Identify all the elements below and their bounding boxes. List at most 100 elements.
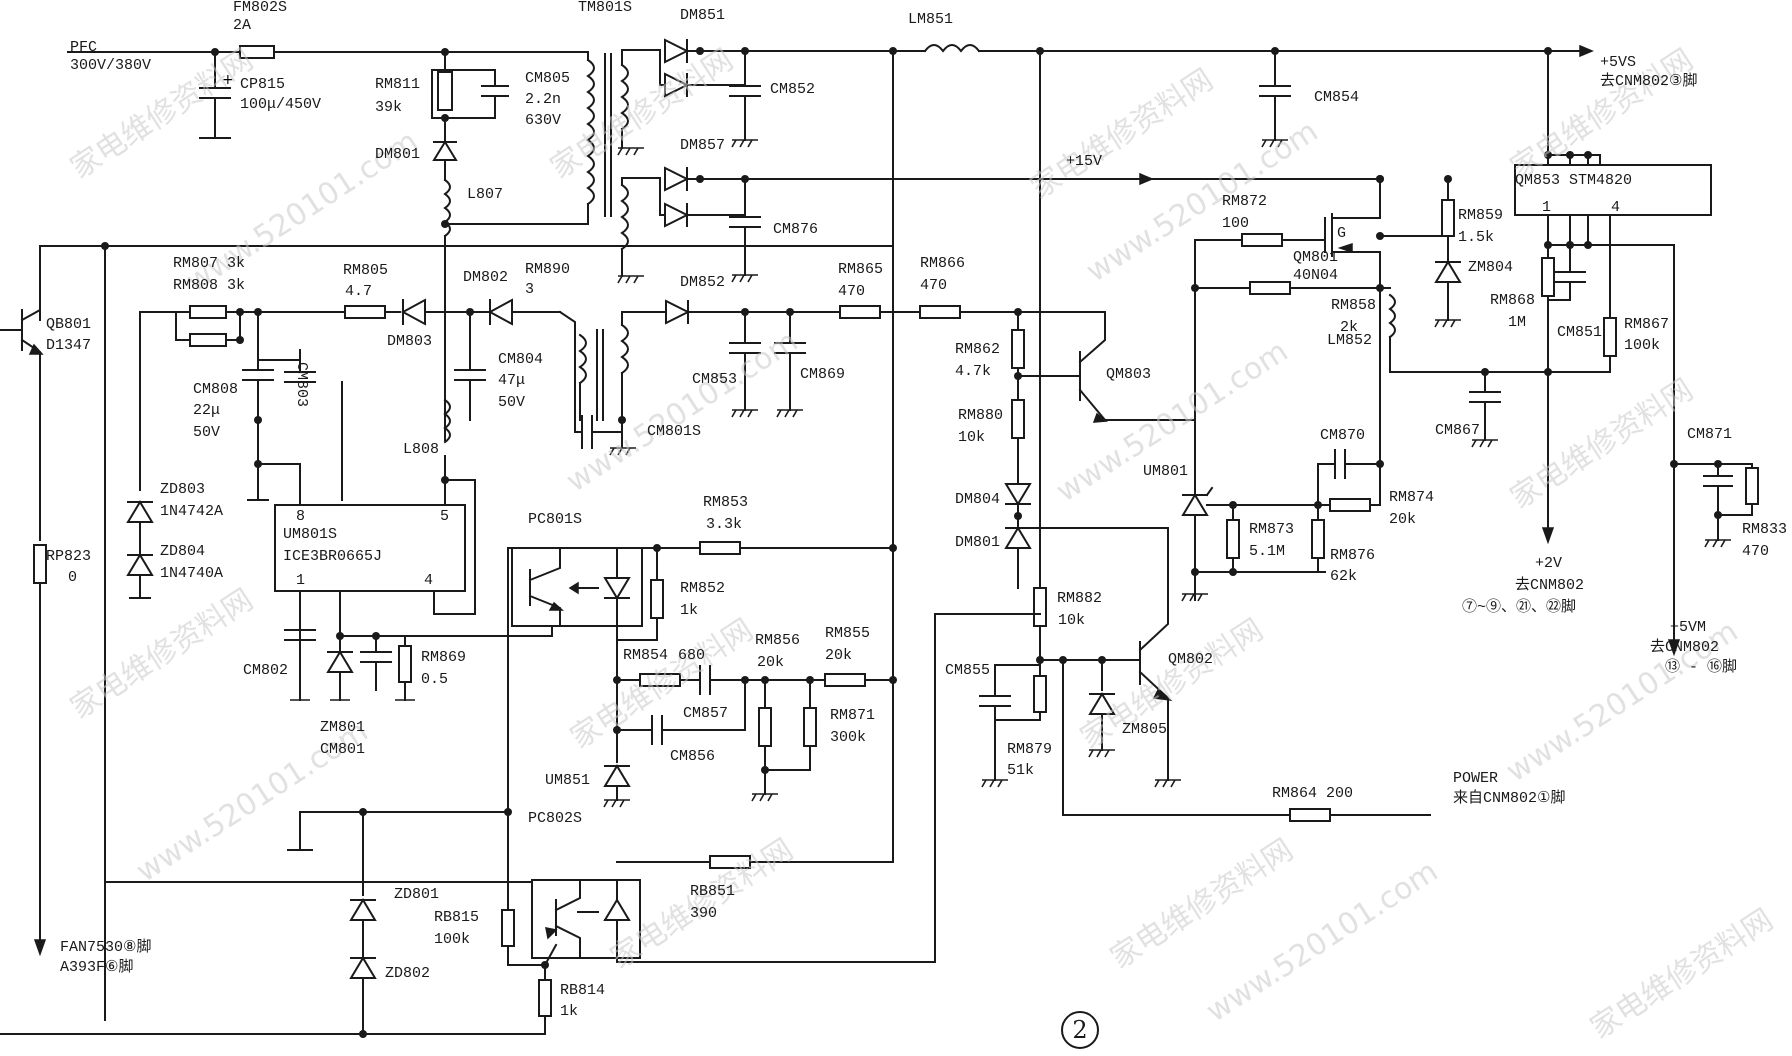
qm803-label: QM803	[1106, 366, 1152, 383]
transformer-tm801s	[578, 49, 661, 421]
rm869-label: RM869	[421, 649, 467, 666]
rm808-label: RM808 3k	[173, 277, 246, 294]
rm856-label: RM856	[755, 632, 801, 649]
dm803-label: DM803	[387, 333, 433, 350]
rb815-value: 100k	[434, 931, 471, 948]
rb851-label: RB851	[690, 883, 736, 900]
cm802-label: CM802	[243, 662, 289, 679]
rm853-label: RM853	[703, 494, 749, 511]
dm802-label: DM802	[463, 269, 509, 286]
cm804-value-1: 47μ	[498, 372, 526, 389]
rm805-label: RM805	[343, 262, 389, 279]
regulator-qm801	[1039, 50, 1759, 666]
cp815-value: 100μ/450V	[240, 96, 322, 113]
cm856-label: CM856	[670, 748, 716, 765]
rm880-value: 10k	[958, 429, 986, 446]
rm858-value: 2k	[1340, 319, 1359, 336]
qb801-label: QB801	[46, 316, 92, 333]
secondary-outputs	[574, 38, 1594, 449]
dm801-label: DM801	[375, 146, 421, 163]
rail-2v-label: +2V	[1535, 555, 1563, 572]
cm871-label: CM871	[1687, 426, 1733, 443]
cm876-label: CM876	[773, 221, 819, 238]
fan-pin-label-1: FAN7530⑧脚	[60, 939, 152, 956]
rm880-label: RM880	[958, 407, 1004, 424]
l807-label: L807	[467, 186, 504, 203]
qm802-label: QM802	[1168, 651, 1214, 668]
rm852-label: RM852	[680, 580, 726, 597]
zd803-value: 1N4742A	[160, 503, 224, 520]
tm801s-label: TM801S	[578, 0, 633, 16]
rm853-value: 3.3k	[706, 516, 743, 533]
rm867-value: 100k	[1624, 337, 1661, 354]
cm855-label: CM855	[945, 662, 991, 679]
um801s-label: UM801S	[283, 526, 338, 543]
rb851-value: 390	[690, 905, 718, 922]
um801-label: UM801	[1143, 463, 1189, 480]
rm865-value: 470	[838, 283, 866, 300]
dm857-label: DM857	[680, 137, 726, 154]
lm852-label: LM852	[1327, 332, 1373, 349]
feedback-center	[979, 287, 1431, 822]
um801s-pin8: 8	[296, 508, 306, 525]
rail-5vs-dest: 去CNM802③脚	[1600, 73, 1698, 90]
qm801-gate-label: G	[1337, 225, 1347, 242]
pfc-label: PFC	[70, 39, 98, 56]
cm801-label: CM801	[320, 741, 366, 758]
rm879-value: 51k	[1007, 762, 1035, 779]
rail-2v-pins: ⑦~⑨、㉑、㉒脚	[1462, 599, 1577, 616]
rail-2v-dest: 去CNM802	[1515, 577, 1585, 594]
rm866-value: 470	[920, 277, 948, 294]
qm853-pin4: 4	[1611, 199, 1621, 216]
zd802-label: ZD802	[385, 965, 431, 982]
rb814-label: RB814	[560, 982, 606, 999]
cm805-label: CM805	[525, 70, 571, 87]
rb815-label: RB815	[434, 909, 480, 926]
rp823-label: RP823	[46, 548, 92, 565]
pfc-voltage-label: 300V/380V	[70, 57, 152, 74]
rm859-label: RM859	[1458, 207, 1504, 224]
cm808-value-2: 50V	[193, 424, 221, 441]
rm874-value: 20k	[1389, 511, 1417, 528]
zd804-label: ZD804	[160, 543, 206, 560]
zm805-label: ZM805	[1122, 721, 1168, 738]
um801s-pin5: 5	[440, 508, 450, 525]
cm869-label: CM869	[800, 366, 846, 383]
rm876-value: 62k	[1330, 568, 1358, 585]
cm852-label: CM852	[770, 81, 816, 98]
rm866-label: RM866	[920, 255, 966, 272]
cm853-label: CM853	[692, 371, 738, 388]
dm801b-label: DM801	[955, 534, 1001, 551]
rm833-value: 470	[1742, 543, 1770, 560]
rm855-label: RM855	[825, 625, 871, 642]
cm805-value-2: 630V	[525, 112, 562, 129]
rm862-value: 4.7k	[955, 363, 992, 380]
um801s-pin4: 4	[424, 572, 434, 589]
rm807-label: RM807 3k	[173, 255, 246, 272]
cm808-label: CM808	[193, 381, 239, 398]
dm852-label: DM852	[680, 274, 726, 291]
um801s-value: ICE3BR0665J	[283, 548, 383, 565]
cm870-label: CM870	[1320, 427, 1366, 444]
cp815-label: CP815	[240, 76, 286, 93]
rm879-label: RM879	[1007, 741, 1053, 758]
rm854-value: 680	[678, 647, 706, 664]
qm853-label: QM853 STM4820	[1515, 172, 1633, 189]
rm856-value: 20k	[757, 654, 785, 671]
rm873-value: 5.1M	[1249, 543, 1286, 560]
rm882-label: RM882	[1057, 590, 1103, 607]
cm808-value-1: 22μ	[193, 402, 221, 419]
zd804-value: 1N4740A	[160, 565, 224, 582]
rm833-label: RM833	[1742, 521, 1788, 538]
rm873-label: RM873	[1249, 521, 1295, 538]
rm876-label: RM876	[1330, 547, 1376, 564]
fan-pin-label-2: A393F⑥脚	[60, 959, 134, 976]
rail-5vm-pins: ⑬ - ⑯脚	[1665, 659, 1738, 676]
rm854-label: RM854	[623, 647, 669, 664]
rm890-label: RM890	[525, 261, 571, 278]
power-label: POWER	[1453, 770, 1499, 787]
zm801-label: ZM801	[320, 719, 366, 736]
rm868-value: 1M	[1508, 314, 1527, 331]
power-source-label: 来自CNM802①脚	[1453, 790, 1566, 807]
